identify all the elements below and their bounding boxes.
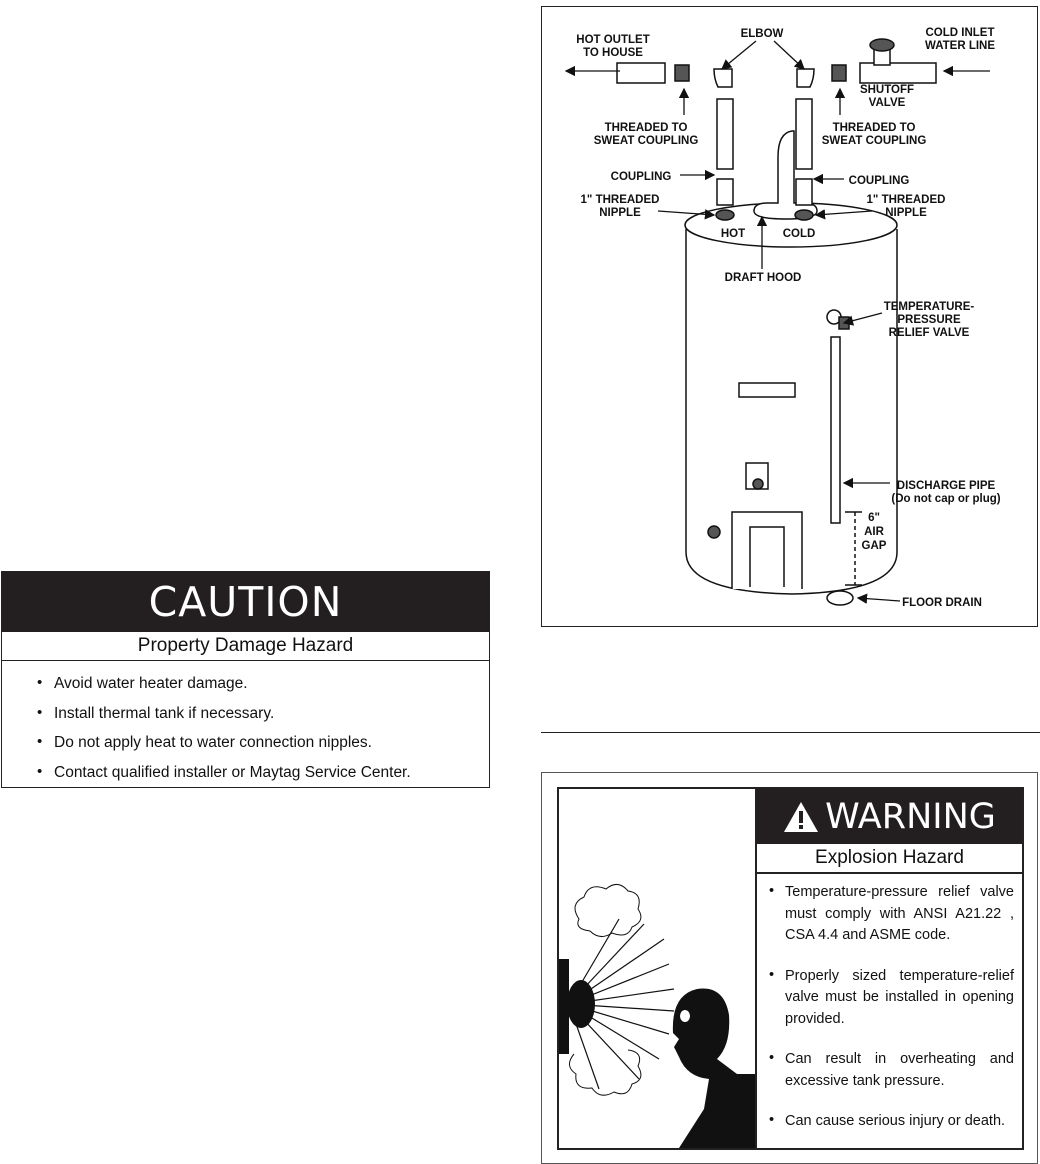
list-item: Temperature-pressure relief valve must c… [769, 881, 1014, 947]
list-item: Do not apply heat to water connection ni… [37, 727, 489, 758]
water-heater-illustration: HOT OUTLET TO HOUSE ELBOW COLD INLET WAT… [564, 27, 1001, 609]
label-threaded-left: THREADED TO [605, 122, 688, 134]
list-item: Can result in overheating and excessive … [769, 1048, 1014, 1092]
label-cold: COLD [783, 228, 816, 240]
label-elbow: ELBOW [741, 28, 784, 40]
caution-subtitle: Property Damage Hazard [2, 632, 489, 661]
explosion-hazard-pictogram [559, 789, 755, 1148]
label-discharge-pipe-2: (Do not cap or plug) [891, 493, 1000, 505]
label-threaded-right-2: SWEAT COUPLING [822, 135, 927, 147]
warning-subtitle: Explosion Hazard [757, 844, 1022, 874]
caution-title: CAUTION [2, 572, 489, 632]
label-tp-valve-3: RELIEF VALVE [889, 327, 970, 339]
list-item: Avoid water heater damage. [37, 668, 489, 699]
label-hot: HOT [721, 228, 745, 240]
label-air-gap-3: GAP [862, 540, 887, 552]
water-heater-diagram: HOT OUTLET TO HOUSE ELBOW COLD INLET WAT… [541, 6, 1038, 627]
label-hot-outlet-2: TO HOUSE [583, 47, 643, 59]
warning-list: Temperature-pressure relief valve must c… [757, 881, 1014, 1133]
label-coupling-right: COUPLING [849, 175, 910, 187]
warning-triangle-icon [784, 801, 819, 832]
caution-label: CAUTION Property Damage Hazard Avoid wat… [1, 571, 490, 788]
list-item: Properly sized temperature-relief valve … [769, 965, 1014, 1031]
warning-title: WARNING [825, 796, 996, 837]
label-cold-inlet-2: WATER LINE [925, 40, 995, 52]
warning-label: WARNING Explosion Hazard Temperature-pre… [541, 772, 1038, 1164]
label-tp-valve: TEMPERATURE- [884, 301, 975, 313]
label-air-gap: 6" [868, 512, 880, 524]
label-nipple-left: 1" THREADED [581, 194, 660, 206]
label-shutoff: SHUTOFF [860, 84, 914, 96]
list-item: Install thermal tank if necessary. [37, 698, 489, 729]
warning-banner: WARNING [757, 789, 1022, 844]
label-cold-inlet: COLD INLET [926, 27, 995, 39]
label-threaded-left-2: SWEAT COUPLING [594, 135, 699, 147]
label-tp-valve-2: PRESSURE [897, 314, 961, 326]
divider [541, 732, 1040, 733]
label-floor-drain: FLOOR DRAIN [902, 597, 982, 609]
label-nipple-left-2: NIPPLE [599, 207, 641, 219]
label-air-gap-2: AIR [864, 526, 885, 538]
label-draft-hood: DRAFT HOOD [725, 272, 802, 284]
list-item: Contact qualified installer or Maytag Se… [37, 757, 489, 788]
caution-list: Avoid water heater damage. Install therm… [2, 668, 489, 788]
label-discharge-pipe: DISCHARGE PIPE [897, 480, 996, 492]
label-shutoff-2: VALVE [869, 97, 906, 109]
list-item: Can cause serious injury or death. [769, 1110, 1014, 1133]
label-threaded-right: THREADED TO [833, 122, 916, 134]
label-coupling-left: COUPLING [611, 171, 672, 183]
label-nipple-right: 1" THREADED [867, 194, 946, 206]
label-hot-outlet: HOT OUTLET [576, 34, 649, 46]
label-nipple-right-2: NIPPLE [885, 207, 927, 219]
